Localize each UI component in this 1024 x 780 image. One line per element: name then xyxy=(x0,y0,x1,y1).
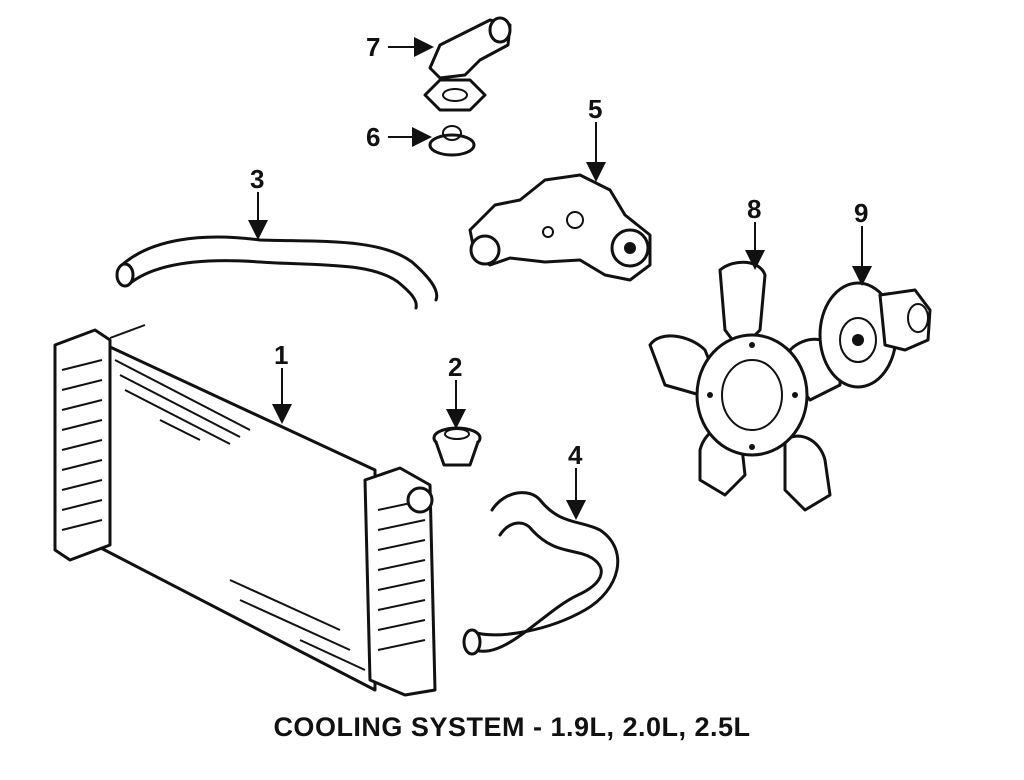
callout-9: 9 xyxy=(854,198,868,228)
upper-hose xyxy=(115,235,439,310)
fan-clutch xyxy=(818,281,932,389)
radiator-cap xyxy=(432,426,482,467)
callout-3: 3 xyxy=(250,164,264,194)
water-pump xyxy=(468,173,652,282)
callout-8: 8 xyxy=(747,194,761,224)
lower-hose xyxy=(462,491,620,656)
cooling-fan xyxy=(648,260,842,512)
callout-5: 5 xyxy=(588,94,602,124)
callout-4: 4 xyxy=(568,440,583,470)
radiator xyxy=(53,324,437,697)
callout-6: 6 xyxy=(366,122,380,152)
callout-7: 7 xyxy=(366,32,380,62)
diagram-caption: COOLING SYSTEM - 1.9L, 2.0L, 2.5L xyxy=(273,712,751,742)
leader-lines xyxy=(248,37,872,520)
callout-1: 1 xyxy=(274,340,288,370)
callout-2: 2 xyxy=(448,352,462,382)
thermostat xyxy=(428,125,476,157)
thermostat-housing xyxy=(423,16,512,112)
